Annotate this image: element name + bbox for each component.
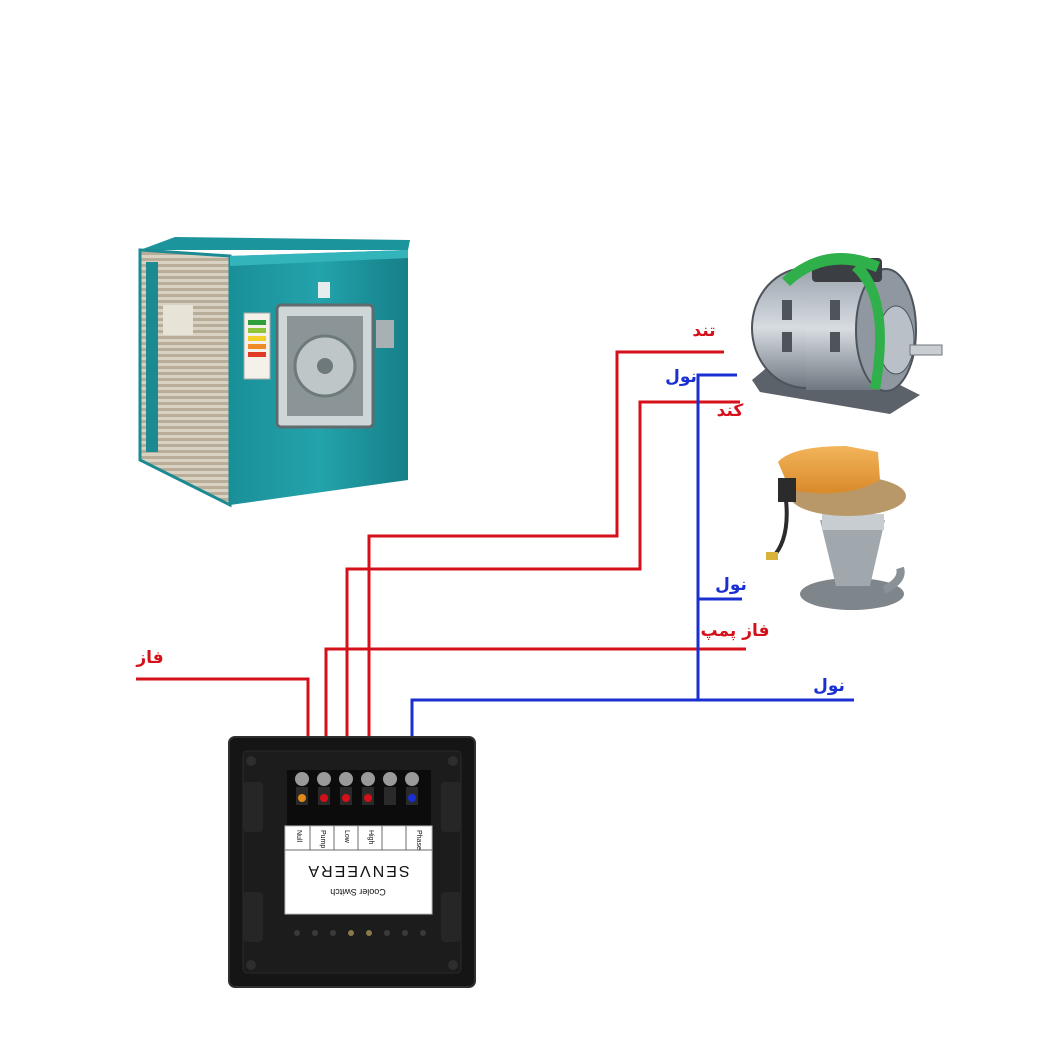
evaporative-cooler-icon bbox=[138, 237, 410, 508]
electric-motor-icon bbox=[751, 253, 943, 414]
cooler-switch-icon: Null Pump Low High Phase Cooler Switch S… bbox=[228, 736, 476, 988]
neutral-input-wire bbox=[410, 698, 854, 795]
label-slow: کند bbox=[717, 401, 744, 421]
label-neutral-input: نول bbox=[813, 676, 845, 696]
switch-product-name: Cooler Switch bbox=[330, 887, 386, 897]
label-neutral-motor: نول bbox=[665, 367, 697, 387]
switch-brand: SENVEERA bbox=[306, 862, 409, 879]
slow-speed-wire bbox=[345, 400, 740, 795]
terminal-screws bbox=[295, 772, 419, 805]
neutral-motor-wire bbox=[696, 373, 737, 700]
label-fast: تند bbox=[692, 321, 715, 341]
terminal-label-pump: Pump bbox=[319, 830, 326, 848]
label-phase-input: فاز bbox=[135, 648, 163, 668]
terminal-label-high: High bbox=[367, 830, 374, 845]
terminal-label-low: Low bbox=[343, 830, 350, 844]
water-pump-icon bbox=[766, 446, 906, 610]
terminal-label-null: Null bbox=[295, 830, 302, 843]
terminal-label-phase: Phase bbox=[415, 830, 422, 850]
wire-labels: تند نول کند نول فاز پمپ فاز نول bbox=[135, 321, 845, 696]
label-phase-pump: فاز پمپ bbox=[701, 621, 770, 641]
fast-speed-wire bbox=[367, 350, 724, 795]
label-neutral-pump: نول bbox=[715, 575, 747, 595]
